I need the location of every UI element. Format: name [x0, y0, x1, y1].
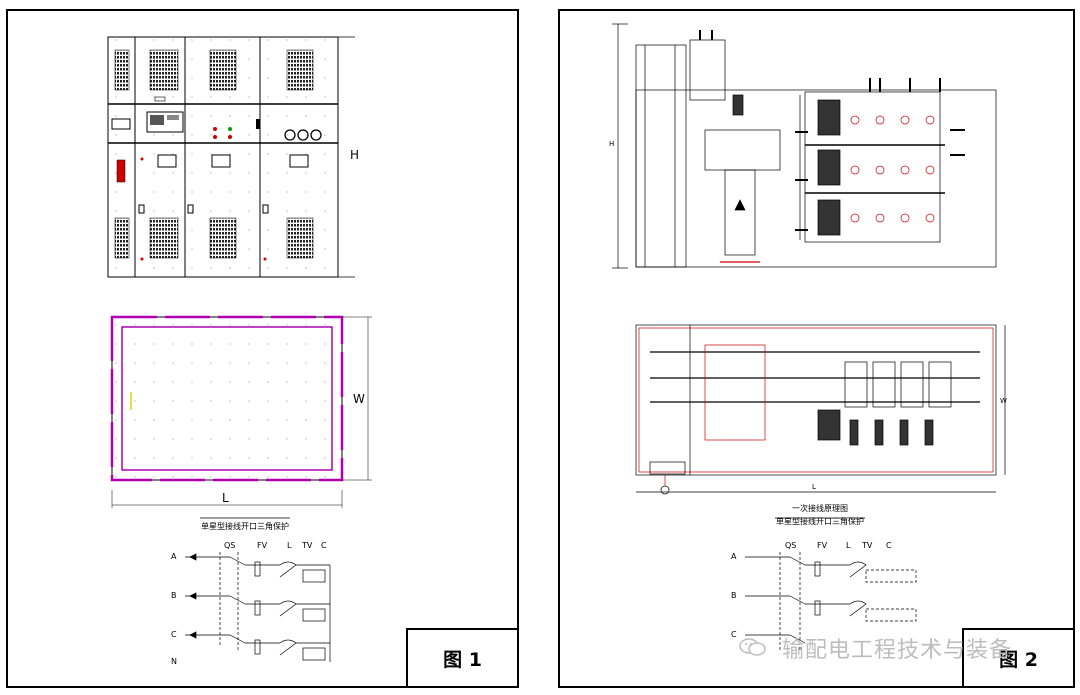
fig1-front-elevation — [107, 36, 355, 278]
fig2-front-elevation — [612, 23, 997, 269]
fig2-phase-a: A — [731, 552, 737, 561]
fig1-caption: 单星型接线开口三角保护 — [201, 522, 289, 531]
fig1-phase-c: C — [171, 630, 177, 639]
fig1-comp-fv: FV — [257, 541, 268, 550]
fig1-comp-tv: TV — [302, 541, 313, 550]
figure-1-label-box: 图 1 — [406, 628, 519, 688]
fig1-dim-length: L — [222, 491, 229, 505]
fig2-dim-height: H — [609, 140, 615, 148]
wechat-icon — [739, 638, 766, 656]
fig2-caption: 单星型接线开口三角保护 — [776, 517, 864, 526]
fig1-phase-n: N — [171, 657, 177, 666]
fig2-comp-fv: FV — [817, 541, 828, 550]
fig2-plan-view — [635, 324, 1006, 495]
fig2-comp-c: C — [886, 541, 892, 550]
fig2-comp-l: L — [846, 541, 851, 550]
watermark-text: 输配电工程技术与装备 — [782, 638, 1013, 663]
fig2-schematic — [745, 517, 917, 650]
fig2-phase-c: C — [731, 630, 737, 639]
fig1-comp-l: L — [287, 541, 292, 550]
fig2-phase-b: B — [731, 591, 737, 600]
fig1-plan-view — [110, 315, 372, 508]
fig2-comp-qs: QS — [785, 541, 797, 550]
sheet-figure-2 — [558, 9, 1075, 688]
fig1-comp-qs: QS — [224, 541, 236, 550]
fig2-dim-length: L — [812, 483, 816, 491]
fig1-phase-a: A — [171, 552, 177, 561]
fig1-dim-height: H — [350, 148, 360, 162]
fig1-dim-width: W — [353, 392, 365, 406]
fig1-comp-c: C — [321, 541, 327, 550]
fig2-comp-tv: TV — [862, 541, 873, 550]
fig1-phase-b: B — [171, 591, 177, 600]
fig1-schematic — [185, 517, 331, 662]
figure-2-label-box: 图 2 — [962, 628, 1075, 688]
fig2-caption-title: 一次接线原理图 — [792, 504, 848, 513]
figure-1-label: 图 1 — [443, 648, 482, 671]
figure-2-label: 图 2 — [999, 648, 1038, 671]
fig2-dim-width: W — [1000, 397, 1007, 405]
